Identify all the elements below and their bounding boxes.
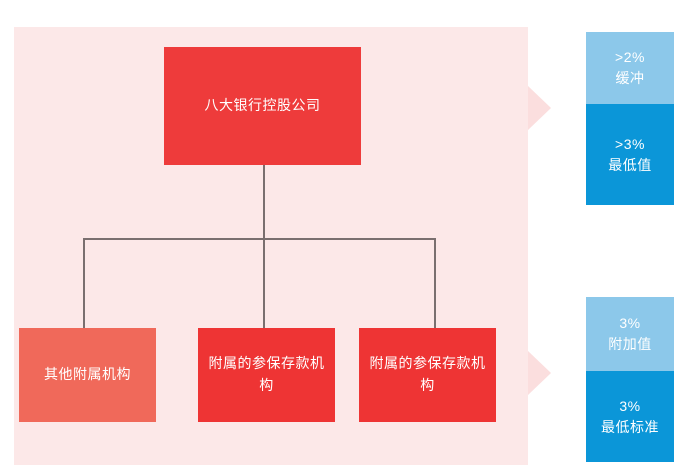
legend-label: 缓冲 — [615, 70, 645, 86]
connector-root-stem — [263, 165, 265, 239]
legend-percent: 3% — [619, 397, 641, 414]
legend-cell-minimum-top[interactable]: >3% 最低值 — [586, 104, 674, 205]
legend-cell-buffer-top[interactable]: >2% 缓冲 — [586, 32, 674, 104]
node-insured-depository-2[interactable]: 附属的参保存款机构 — [359, 328, 496, 422]
legend-label: 附加值 — [608, 336, 652, 352]
node-other-subsidiary[interactable]: 其他附属机构 — [19, 328, 156, 422]
connector-horizontal-bus — [83, 238, 435, 240]
arrow-right-icon-bottom — [528, 351, 551, 395]
legend-holding-company-requirement: >2% 缓冲 >3% 最低值 — [586, 32, 674, 205]
node-holding-company[interactable]: 八大银行控股公司 — [164, 47, 361, 165]
legend-label: 最低值 — [608, 156, 652, 173]
arrow-right-icon-top — [528, 86, 551, 130]
connector-drop-middle — [263, 238, 265, 329]
legend-label: 最低标准 — [601, 418, 659, 435]
legend-cell-buffer-bottom[interactable]: 3% 附加值 — [586, 297, 674, 371]
node-insured-depository-1[interactable]: 附属的参保存款机构 — [198, 328, 335, 422]
legend-percent: >2% — [615, 49, 645, 65]
connector-drop-left — [83, 238, 85, 329]
legend-cell-minimum-bottom[interactable]: 3% 最低标准 — [586, 371, 674, 462]
legend-subsidiary-requirement: 3% 附加值 3% 最低标准 — [586, 297, 674, 462]
connector-drop-right — [434, 238, 436, 329]
legend-percent: >3% — [615, 135, 645, 152]
legend-percent: 3% — [619, 315, 641, 331]
